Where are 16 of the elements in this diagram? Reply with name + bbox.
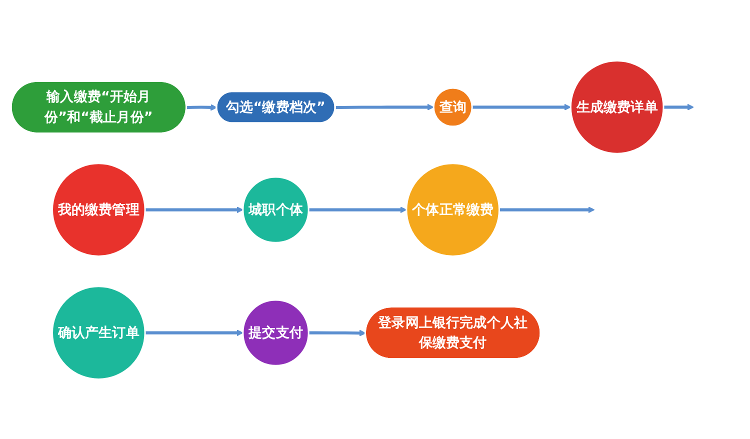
node-circle: 生成缴费详单 xyxy=(570,60,664,154)
node-circle: 我的缴费管理 xyxy=(51,162,146,256)
arrow xyxy=(308,206,407,213)
node-circle: 城职个体 xyxy=(242,176,310,243)
arrow xyxy=(186,104,218,110)
arrow xyxy=(472,103,571,110)
node-circle: 查询 xyxy=(432,86,473,127)
arrow xyxy=(308,329,366,336)
arrow xyxy=(335,103,434,110)
arrow xyxy=(145,206,244,213)
arrow xyxy=(664,103,694,110)
arrow xyxy=(499,206,595,213)
node-circle: 个体正常缴费 xyxy=(406,162,500,256)
arrow xyxy=(145,329,244,336)
node-circle: 提交支付 xyxy=(242,298,310,366)
node-circle: 确认产生订单 xyxy=(51,285,146,380)
